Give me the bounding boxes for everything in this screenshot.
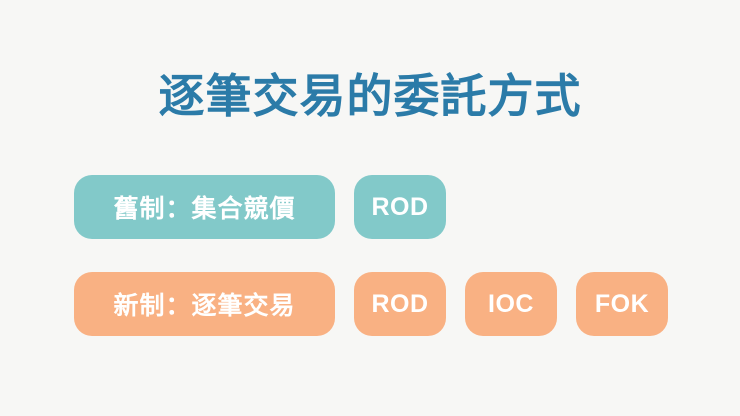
badge-new-system-label: 新制：逐筆交易: [74, 272, 335, 336]
order-type-table: 舊制：集合競價 ROD 新制：逐筆交易 ROD IOC FOK: [74, 175, 668, 336]
row-new-system: 新制：逐筆交易 ROD IOC FOK: [74, 272, 668, 336]
badge-old-system-code-rod: ROD: [354, 175, 446, 239]
badge-new-system-code-fok: FOK: [576, 272, 668, 336]
badge-old-system-label: 舊制：集合競價: [74, 175, 335, 239]
row-old-system: 舊制：集合競價 ROD: [74, 175, 668, 239]
page-title: 逐筆交易的委託方式: [158, 70, 582, 122]
badge-new-system-code-rod: ROD: [354, 272, 446, 336]
badge-new-system-code-ioc: IOC: [465, 272, 557, 336]
